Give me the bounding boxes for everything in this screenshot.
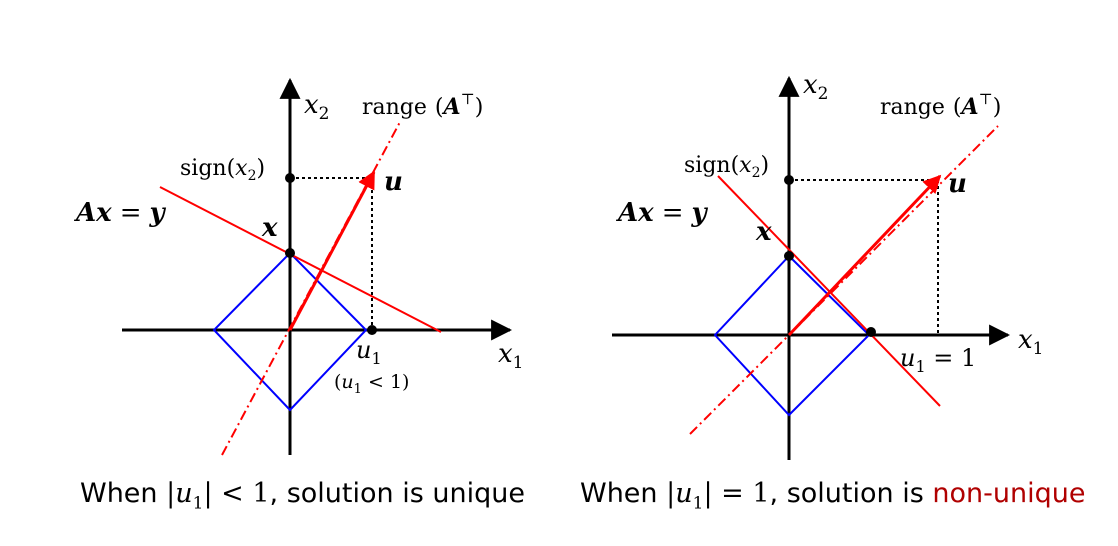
right-x-point [784,251,794,261]
left-caption-prefix: When [80,478,167,509]
left-u1-condition: (u1 < 1) [334,371,409,397]
left-x-point [285,248,295,258]
left-panel: x2 range(A⊤) sign(x2) u Ax=y x u1 (u1 < … [73,77,524,456]
left-x2-axis-label: x2 [304,90,330,124]
left-sign-label: sign(x2) [180,156,265,184]
right-caption-highlight: non-unique [932,478,1086,509]
right-l1-ball-diamond [713,254,871,417]
left-sign-point [285,173,295,183]
left-u1-label: u1 [356,336,382,368]
right-range-line [689,125,999,435]
right-caption-math: |u1| = 1 [666,478,770,514]
left-range-label: range(A⊤) [362,90,483,120]
right-u1-point [866,327,876,337]
right-sign-label: sign(x2) [684,153,769,181]
right-x1-axis-label: x1 [1018,325,1044,359]
right-u-label: u [948,169,967,199]
left-constraint-line [159,186,442,333]
right-range-label: range(A⊤) [880,90,1001,120]
right-caption-suffix: , solution is [769,478,933,509]
left-caption: When |u1| < 1, solution is unique [80,478,525,513]
left-caption-suffix: , solution is unique [269,478,525,509]
left-u-label: u [384,167,403,197]
left-x1-axis-label: x1 [498,339,524,373]
right-constraint-label: Ax=y [615,198,708,228]
right-u-arrow [787,174,942,337]
left-x-point-label: x [261,213,278,243]
right-caption-prefix: When [580,478,667,509]
left-u-arrow [288,170,376,331]
right-x2-axis-label: x2 [803,70,829,104]
right-constraint-line [717,175,941,407]
right-x-point-label: x [755,217,772,247]
right-sign-point [784,175,794,185]
left-constraint-label: Ax=y [73,198,166,228]
left-u1-point [367,325,377,335]
left-l1-ball-diamond [212,251,368,412]
right-caption: When |u1| = 1, solution is non-unique [580,478,1085,513]
left-caption-math: |u1| < 1 [166,478,270,514]
right-u1-label: u1 = 1 [900,344,976,376]
right-panel: x2 range(A⊤) sign(x2) u Ax=y x u1 = 1 x1 [612,70,1044,460]
